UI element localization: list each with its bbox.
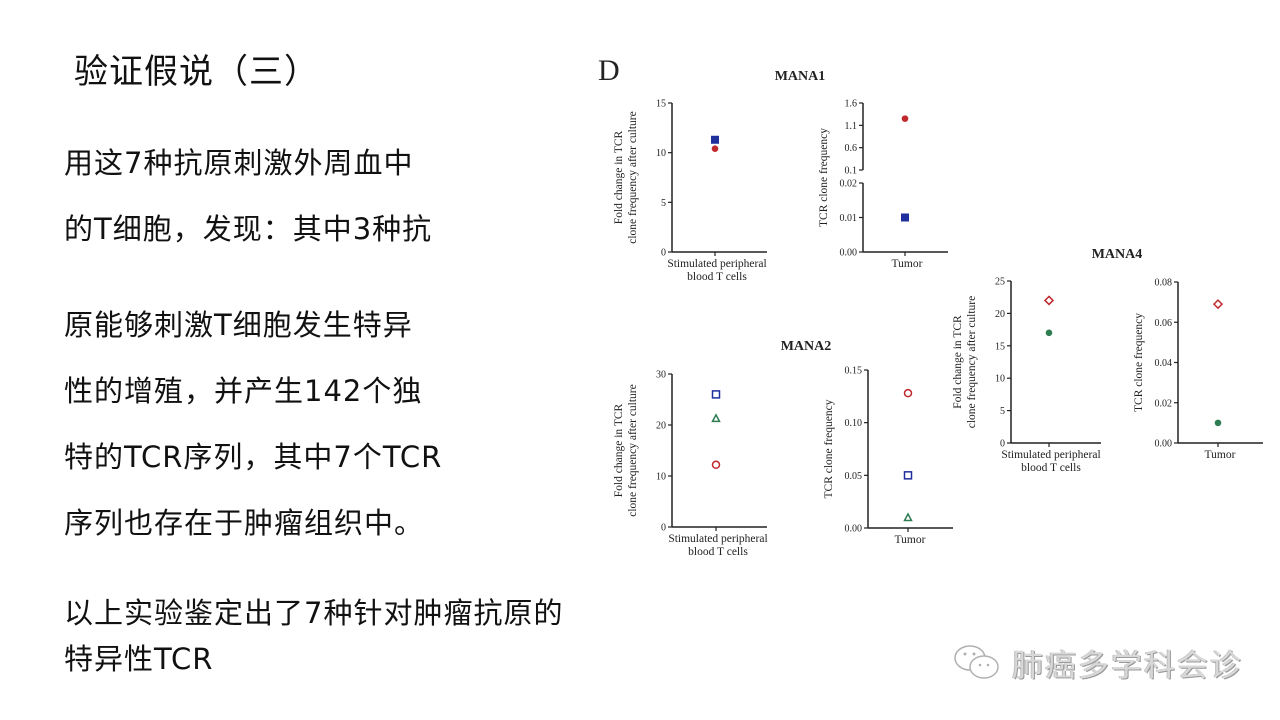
data-point-square-filled <box>901 213 909 222</box>
y-tick-label: 1.1 <box>845 121 858 132</box>
body-line: 原能够刺激T细胞发生特异 <box>64 308 413 342</box>
x-axis-label: Tumor <box>892 258 923 270</box>
data-point-triangle-open <box>903 512 913 522</box>
x-axis-label: blood T cells <box>688 546 748 558</box>
y-axis-label: TCR clone frequency <box>823 399 835 498</box>
y-tick-label: 0.10 <box>845 418 863 429</box>
y-axis-label: TCR clone frequency <box>818 128 830 227</box>
chart-title: MANA2 <box>781 339 832 354</box>
y-axis-label: Fold change in TCR <box>613 403 625 497</box>
x-axis-label: blood T cells <box>687 271 747 283</box>
watermark-text: 肺癌多学科会诊 <box>1012 648 1243 684</box>
y-tick-label: 20 <box>656 421 666 432</box>
y-tick-label: 0 <box>661 248 666 259</box>
body-line: 性的增殖，并产生142个独 <box>64 374 423 408</box>
y-tick-label: 0.00 <box>845 524 863 535</box>
x-axis-label: Stimulated peripheral <box>668 533 767 545</box>
y-axis-label: clone frequency after culture <box>627 111 639 244</box>
y-tick-label: 0.00 <box>1155 439 1173 450</box>
y-tick-label: 10 <box>656 148 666 159</box>
wechat-icon <box>954 644 999 679</box>
y-tick-label: 5 <box>661 198 666 209</box>
y-tick-label: 0.02 <box>840 179 858 190</box>
y-tick-label: 0.1 <box>845 166 858 177</box>
y-tick-label: 0.6 <box>845 143 858 154</box>
summary-line: 以上实验鉴定出了7种针对肿瘤抗原的 <box>64 596 564 630</box>
summary-line: 特异性TCR <box>64 642 214 676</box>
data-point-triangle-open <box>711 413 721 423</box>
y-tick-label: 0.06 <box>1155 318 1173 329</box>
data-point-circle-filled <box>901 115 909 122</box>
y-axis-label: clone frequency after culture <box>966 296 978 429</box>
data-point-circle-filled <box>1045 329 1053 337</box>
data-point-circle-open <box>711 460 721 470</box>
body-line: 特的TCR序列，其中7个TCR <box>64 440 443 474</box>
y-tick-label: 0.08 <box>1155 278 1173 289</box>
slide-title: 验证假说（三） <box>74 52 319 92</box>
data-point-square-filled <box>711 135 719 144</box>
data-point-square-open <box>903 471 913 480</box>
y-tick-label: 10 <box>656 472 666 483</box>
y-tick-label: 0.05 <box>845 471 863 482</box>
y-tick-label: 0.04 <box>1155 358 1173 369</box>
y-axis-label: TCR clone frequency <box>1133 313 1145 412</box>
y-tick-label: 5 <box>1000 406 1005 417</box>
data-point-circle-filled <box>711 145 719 152</box>
x-axis-label: blood T cells <box>1021 462 1081 474</box>
panel-label: D <box>598 54 620 87</box>
y-tick-label: 15 <box>656 99 666 110</box>
y-tick-label: 30 <box>656 370 666 381</box>
x-axis-label: Tumor <box>1205 449 1236 461</box>
y-tick-label: 25 <box>995 277 1005 288</box>
watermark: 肺癌多学科会诊 <box>952 640 1243 685</box>
body-line: 用这7种抗原刺激外周血中 <box>64 146 414 180</box>
y-axis-label: clone frequency after culture <box>627 384 639 517</box>
y-axis-label: Fold change in TCR <box>613 130 625 224</box>
data-point-diamond-open <box>1043 295 1055 306</box>
y-tick-label: 0 <box>661 523 666 534</box>
y-tick-label: 1.6 <box>845 99 858 110</box>
y-tick-label: 0.15 <box>845 366 863 377</box>
x-axis-label: Stimulated peripheral <box>1001 449 1100 461</box>
y-tick-label: 0.00 <box>840 248 858 259</box>
data-point-circle-open <box>903 388 913 398</box>
y-tick-label: 0.02 <box>1155 398 1173 409</box>
chart-title: MANA1 <box>775 69 826 84</box>
y-axis-label: Fold change in TCR <box>952 315 964 409</box>
body-line: 序列也存在于肿瘤组织中。 <box>64 506 425 540</box>
y-tick-label: 10 <box>995 374 1005 385</box>
y-tick-label: 20 <box>995 309 1005 320</box>
y-tick-label: 15 <box>995 341 1005 352</box>
data-point-diamond-open <box>1212 299 1224 310</box>
x-axis-label: Tumor <box>895 534 926 546</box>
data-point-circle-filled <box>1214 419 1222 427</box>
y-tick-label: 0 <box>1000 439 1005 450</box>
data-point-square-open <box>711 390 721 399</box>
y-tick-label: 0.01 <box>840 213 858 224</box>
summary-text: 以上实验鉴定出了7种针对肿瘤抗原的 特异性TCR <box>64 590 563 682</box>
x-axis-label: Stimulated peripheral <box>667 258 766 270</box>
body-line: 的T细胞，发现：其中3种抗 <box>64 212 433 246</box>
chart-title: MANA4 <box>1092 247 1143 262</box>
